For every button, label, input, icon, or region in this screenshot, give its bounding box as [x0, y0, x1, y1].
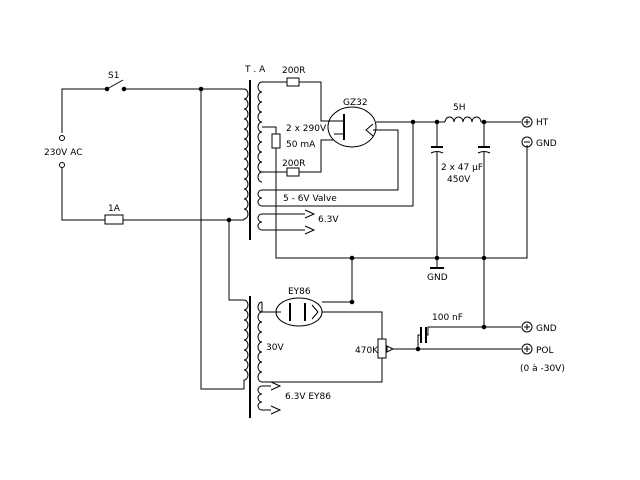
mains-return-wire [228, 220, 244, 301]
mains-input: 230V AC [44, 88, 105, 221]
valve-heater-wires: 5 - 6V Valve [262, 122, 414, 207]
ey86-label: EY86 [288, 287, 311, 297]
transformer-ta: T . A [243, 65, 266, 240]
cap-100n-label: 100 nF [432, 313, 463, 323]
switch-label: S1 [108, 71, 119, 81]
output-gnd-bottom: GND [521, 321, 557, 334]
heater-ey86-arrows: 6.3V EY86 [262, 381, 331, 415]
valve-gz32: GZ32 [327, 98, 377, 148]
output-gnd-top: GND [521, 136, 557, 149]
ht-label: HT [536, 118, 549, 128]
junction-dot [410, 119, 416, 125]
fuse-label: 1A [108, 204, 121, 214]
secondary-return-wire [262, 358, 383, 383]
valve-ey86: EY86 [261, 287, 323, 327]
ey86-output-wire [322, 311, 383, 339]
junction-dot [481, 324, 487, 330]
gnd-bottom-label: GND [536, 324, 557, 334]
heater-63-arrows: 6.3V [262, 209, 339, 235]
resistor-bottom-label: 200R [282, 159, 305, 169]
pol-range-label: (0 à -30V) [520, 364, 565, 374]
filter-capacitors: 2 x 47 µF 450V [430, 119, 491, 327]
junction-dot [198, 86, 204, 92]
capacitor-100nf: 100 nF [417, 313, 521, 349]
transformer-bias: 30V [243, 296, 284, 418]
potentiometer-470k: 470K [355, 338, 418, 359]
choke-5h: 5H [444, 103, 521, 123]
gnd-mid-label: GND [427, 273, 448, 283]
junction-dot [434, 255, 440, 261]
valve-heater-label: 5 - 6V Valve [283, 194, 337, 204]
output-ht: HT [521, 116, 549, 128]
secondary-30v-label: 30V [266, 343, 284, 353]
choke-label: 5H [453, 103, 466, 113]
pot-label: 470K [355, 346, 379, 356]
resistor-200r-bottom: 200R [262, 139, 334, 177]
fuse-1a: 1A [104, 204, 244, 225]
mains-bus-wire [200, 89, 244, 390]
junction-dot [226, 217, 232, 223]
output-pol: POL (0 à -30V) [520, 343, 565, 374]
junction-dot [349, 299, 355, 305]
junction-dot [349, 255, 355, 261]
resistor-top-label: 200R [282, 66, 305, 76]
ac-input-label: 230V AC [44, 148, 82, 158]
pol-label: POL [536, 346, 554, 356]
caps-label-1: 2 x 47 µF [441, 163, 483, 173]
switch-s1: S1 [104, 71, 244, 92]
resistor-200r-top: 200R [262, 66, 334, 122]
hv-secondary-label-2: 50 mA [286, 140, 316, 150]
caps-label-2: 450V [447, 175, 471, 185]
heater-ey86-label: 6.3V EY86 [285, 392, 331, 402]
gz32-label: GZ32 [343, 98, 368, 108]
heater-63-label: 6.3V [318, 215, 339, 225]
hv-secondary-label-1: 2 x 290V [286, 124, 327, 134]
ey86-anode-wire [322, 258, 353, 303]
transformer-label: T . A [244, 65, 266, 75]
hv-center-tap: 2 x 290V 50 mA [262, 124, 528, 259]
ground-symbol: GND [427, 267, 448, 283]
junction-dot [481, 255, 487, 261]
gnd-top-label: GND [536, 139, 557, 149]
